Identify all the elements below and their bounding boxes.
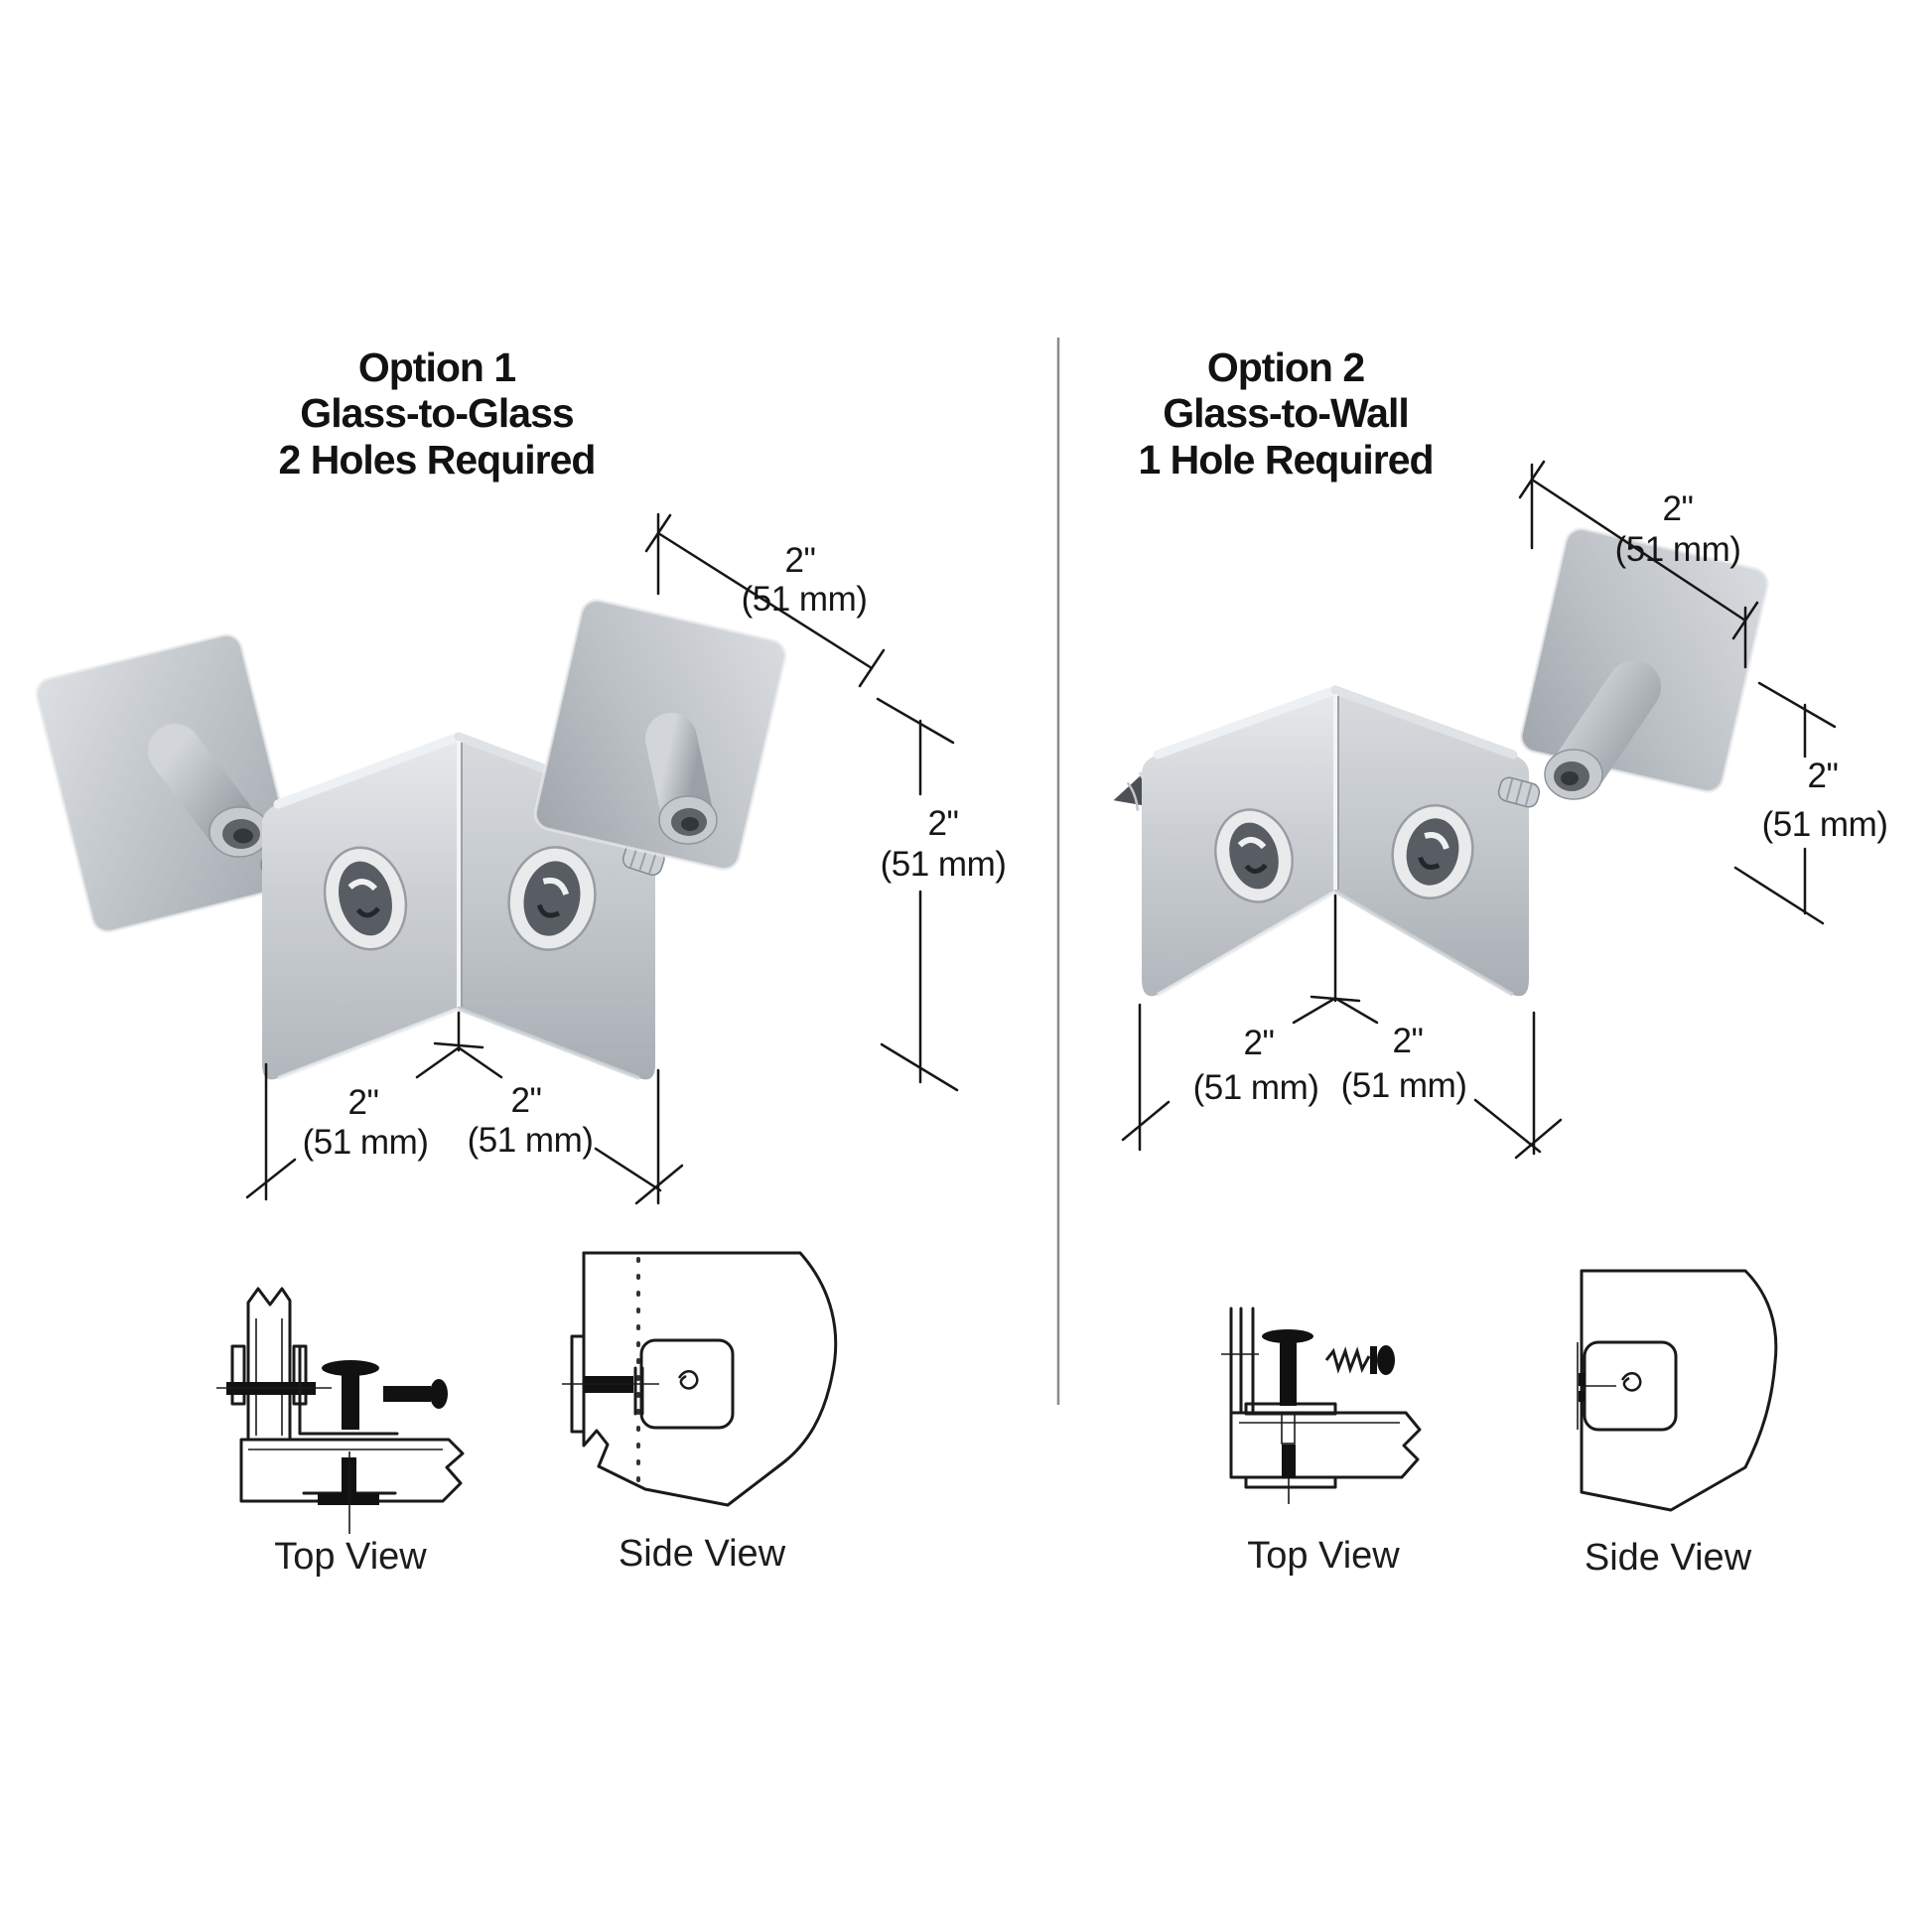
option2-dim-plate-top-mm: (51 mm) [1615, 530, 1741, 569]
option1-side-view-drawing: Side View [562, 1251, 838, 1575]
option2-dim-base-right-inches: 2" [1393, 1022, 1424, 1060]
option2-stud [1497, 776, 1541, 808]
option2-dim-plate-top-inches: 2" [1663, 489, 1694, 528]
option1-dim-plate-top-inches: 2" [785, 541, 816, 580]
option2-title-line2: Glass-to-Wall [1163, 390, 1408, 436]
option2-dim-base-left-inches: 2" [1244, 1024, 1275, 1062]
option2-dimensions: 2" (51 mm) 2" (51 mm) 2" (51 mm) 2" (51 … [1121, 460, 1888, 1160]
option1-render [35, 599, 787, 1080]
option2-bracket-hole-right [1391, 804, 1474, 899]
option1-side-view-label: Side View [619, 1533, 786, 1575]
option1-dim-base-left-mm: (51 mm) [303, 1123, 429, 1162]
option1-dim-base-right-inches: 2" [511, 1081, 542, 1120]
option2-side-view-drawing: Side View [1577, 1269, 1778, 1579]
option2-dim-plate-side-mm: (51 mm) [1762, 805, 1888, 844]
option2-render [1113, 527, 1769, 997]
option2-boss-mouth [1544, 749, 1603, 800]
option2-corner-bracket [1142, 685, 1529, 997]
option2-top-view-drawing: Top View [1221, 1307, 1422, 1577]
option2-side-view-label: Side View [1585, 1537, 1752, 1579]
option1-dim-base-right-mm: (51 mm) [468, 1121, 594, 1160]
option1-right-boss-mouth [658, 795, 718, 845]
option2-bracket-hole-left [1214, 808, 1294, 903]
option2-dim-plate-side-inches: 2" [1808, 757, 1839, 795]
option1-dim-plate-side-inches: 2" [928, 804, 959, 843]
option1-dimensions: 2" (51 mm) 2" (51 mm) 2" (51 mm) 2" (51 … [245, 512, 1007, 1205]
option1-title-line2: Glass-to-Glass [300, 390, 574, 436]
option1-left-boss-mouth [208, 806, 270, 858]
option1-bracket-hole-right [507, 846, 597, 951]
option2-title-line1: Option 2 [1207, 345, 1364, 390]
option2-dim-base-left-mm: (51 mm) [1193, 1068, 1319, 1107]
option2-dim-base-right-mm: (51 mm) [1341, 1066, 1467, 1105]
option2-top-view-label: Top View [1247, 1535, 1400, 1577]
option1-dim-plate-top-mm: (51 mm) [742, 580, 868, 619]
option1-top-view-drawing: Top View [216, 1287, 465, 1578]
option1-title-line3: 2 Holes Required [279, 437, 596, 483]
option1-bracket-hole-left [323, 846, 408, 951]
option2-heading: Option 2 Glass-to-Wall 1 Hole Required [1138, 345, 1434, 483]
option1-dim-plate-side-mm: (51 mm) [881, 845, 1007, 884]
option1-dim-base-left-inches: 2" [348, 1083, 379, 1122]
option1-top-view-label: Top View [274, 1536, 427, 1578]
option1-heading: Option 1 Glass-to-Glass 2 Holes Required [279, 345, 597, 483]
option1-title-line1: Option 1 [358, 345, 515, 390]
option2-title-line3: 1 Hole Required [1138, 437, 1433, 483]
